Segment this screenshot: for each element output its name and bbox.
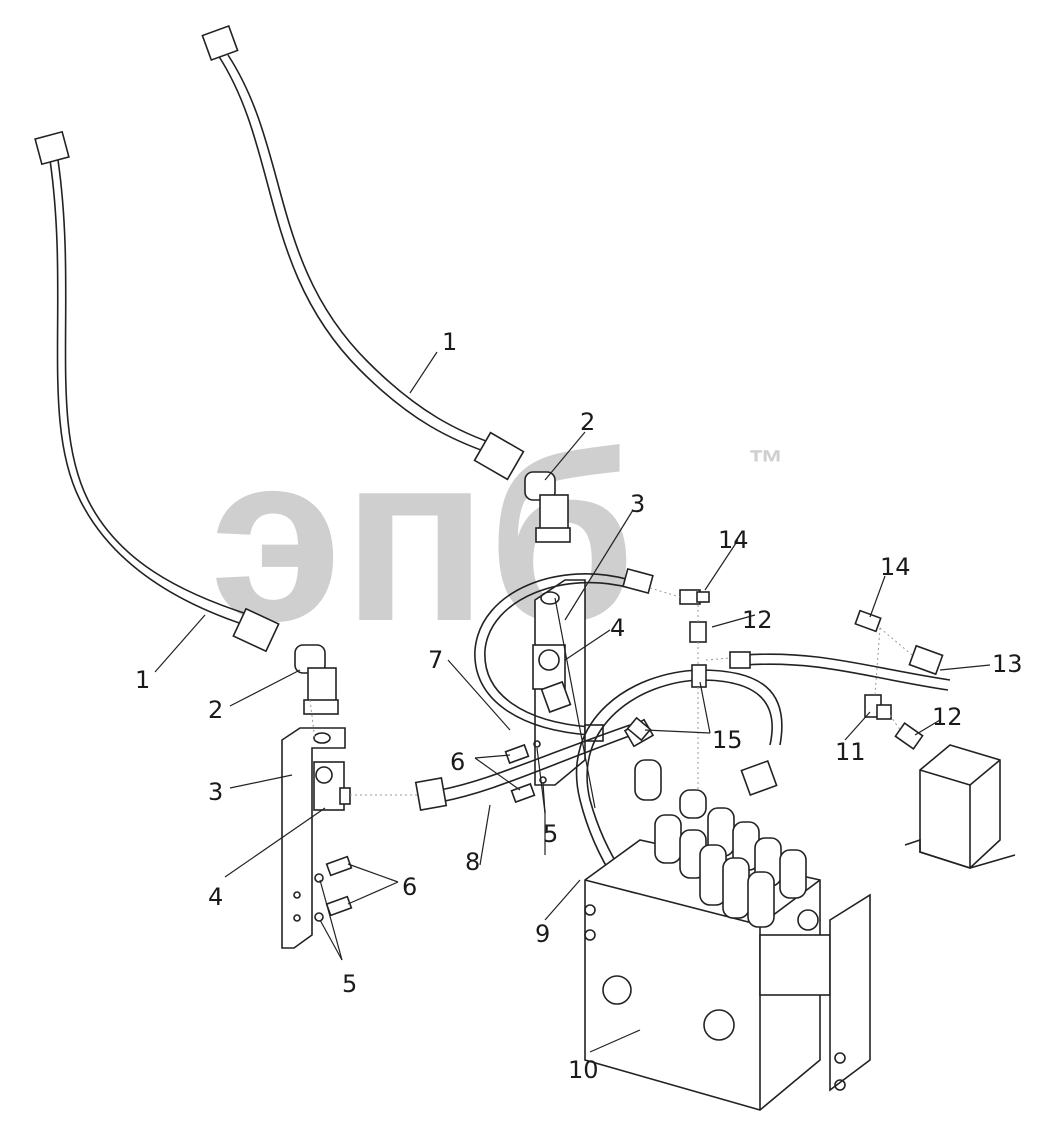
fitting-4-center — [532, 644, 572, 714]
callout-14-center: 14 — [718, 526, 749, 554]
adapter-12-center — [689, 621, 707, 643]
callout-6-center: 6 — [450, 748, 465, 776]
callout-11: 11 — [835, 738, 866, 766]
adapter-12-right — [894, 722, 924, 750]
bracket-3-left — [281, 727, 346, 949]
valve-block-10 — [584, 759, 871, 1111]
hose-7 — [474, 567, 654, 742]
callout-numbers: 1 1 2 2 3 3 4 4 5 5 6 6 7 8 9 10 11 12 1… — [135, 328, 1023, 1084]
callout-2-left: 2 — [208, 696, 223, 724]
mounting-box — [904, 744, 1016, 869]
callout-10: 10 — [568, 1056, 599, 1084]
fitting-4-left — [313, 761, 351, 811]
elbow-2-left — [294, 644, 339, 715]
alignment-lines — [309, 587, 913, 796]
tee-14-right — [854, 609, 882, 633]
hose-1-upper — [201, 24, 525, 481]
callout-8: 8 — [465, 848, 480, 876]
elbow-2-upper — [524, 471, 571, 543]
callout-13: 13 — [992, 650, 1023, 678]
callout-6-left: 6 — [402, 873, 417, 901]
callout-3-left: 3 — [208, 778, 223, 806]
callout-5-center: 5 — [543, 820, 558, 848]
callout-14-right: 14 — [880, 553, 911, 581]
tee-15 — [626, 664, 707, 742]
bolts-center — [504, 740, 547, 804]
callout-15: 15 — [712, 726, 743, 754]
callout-2-upper: 2 — [580, 408, 595, 436]
callout-4-left: 4 — [208, 883, 223, 911]
callout-4-center: 4 — [610, 614, 625, 642]
watermark-trademark: ™ — [748, 442, 784, 483]
callout-1-left: 1 — [135, 666, 150, 694]
callout-9: 9 — [535, 920, 550, 948]
elbow-11 — [864, 694, 892, 720]
hose-13 — [729, 644, 951, 691]
callout-12-right: 12 — [932, 703, 963, 731]
hose-1-left — [34, 130, 280, 653]
tee-14-center — [679, 589, 710, 605]
callout-5-left: 5 — [342, 970, 357, 998]
leader-lines — [154, 351, 991, 1053]
callout-3-center: 3 — [630, 490, 645, 518]
callout-1-upper: 1 — [442, 328, 457, 356]
callout-7: 7 — [428, 646, 443, 674]
callout-12-center: 12 — [742, 606, 773, 634]
bolts-left — [314, 855, 353, 922]
